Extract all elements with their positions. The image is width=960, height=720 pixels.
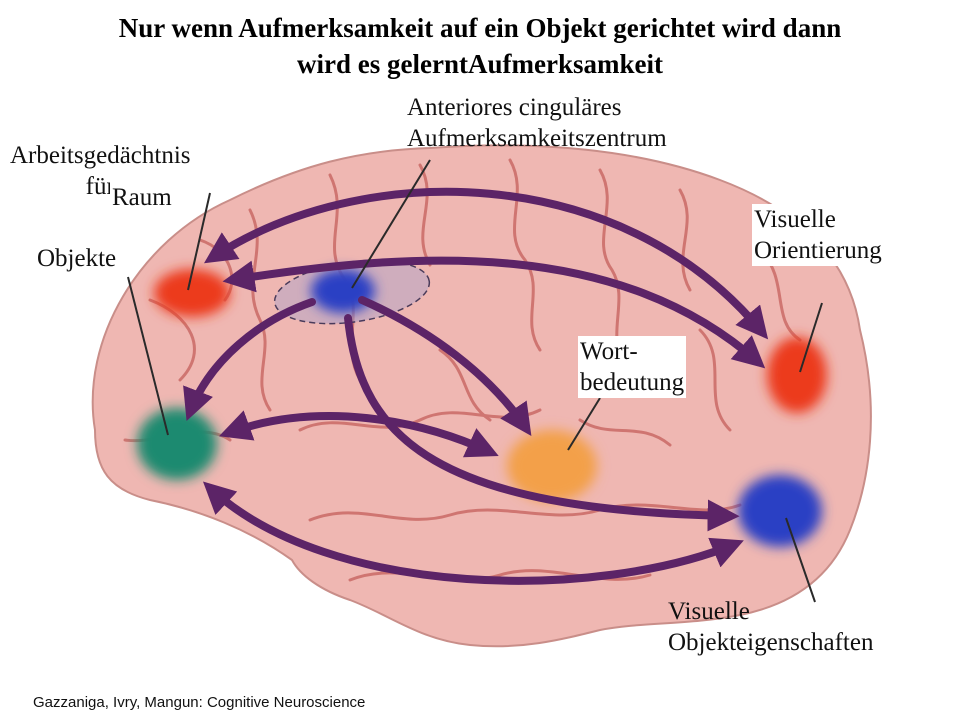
label-working-memory-line-1: Arbeitsgedächtnis <box>10 142 191 169</box>
region-cingulate <box>311 269 375 313</box>
label-visual-object-line-2: Objekteigenschaften <box>668 629 874 656</box>
label-visual-orientation: Visuelle Orientierung <box>752 204 884 266</box>
leader-spatial <box>187 192 211 291</box>
region-visual-object <box>738 475 822 547</box>
title-line-1: Nur wenn Aufmerksamkeit auf ein Objekt g… <box>118 13 842 43</box>
leader-objects <box>127 276 169 436</box>
arrow-cingulate-to-word <box>358 296 532 436</box>
label-anterior-line-2: Aufmerksamkeitszentrum <box>407 125 667 152</box>
label-objects: Objekte <box>35 243 119 274</box>
arrow-objects-to-visual-object <box>202 481 744 585</box>
source-credit: Gazzaniga, Ivry, Mangun: Cognitive Neuro… <box>33 694 366 711</box>
leader-visual-object <box>785 517 816 603</box>
label-working-memory-line-2: für <box>85 173 115 200</box>
leader-lines <box>127 159 823 603</box>
region-object-memory <box>137 408 217 480</box>
label-anterior-cingulate: Anteriores cinguläres Aufmerksamkeitszen… <box>407 92 667 154</box>
label-visual-object-line-1: Visuelle <box>668 598 750 625</box>
arrow-cingulate-to-orientation <box>222 256 766 369</box>
arrow-cingulate-to-objects <box>183 298 316 421</box>
label-visual-object-properties: Visuelle Objekteigenschaften <box>668 596 873 658</box>
slide-title: Nur wenn Aufmerksamkeit auf ein Objekt g… <box>0 10 960 82</box>
leader-cingulate <box>351 159 431 289</box>
label-word-meaning-line-1: Wort- <box>580 338 638 365</box>
leader-orientation <box>799 302 823 373</box>
label-anterior-line-1: Anteriores cinguläres <box>407 94 622 121</box>
leader-word <box>567 397 601 451</box>
region-visual-orientation <box>767 337 827 413</box>
label-space: Raum <box>110 182 174 213</box>
label-visual-orientation-line-2: Orientierung <box>754 237 882 264</box>
label-word-meaning-line-2: bedeutung <box>580 369 685 396</box>
connection-arrows <box>183 187 769 585</box>
label-word-meaning: Wort- bedeutung <box>578 336 687 398</box>
label-visual-orientation-line-1: Visuelle <box>754 206 836 233</box>
title-line-2: wird es gelerntAufmerksamkeit <box>297 49 663 79</box>
arrow-objects-to-word <box>218 410 499 458</box>
